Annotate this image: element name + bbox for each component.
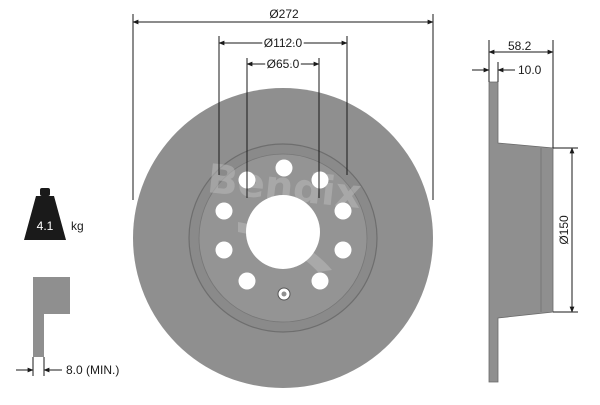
dimension-center-bore — [246, 58, 320, 198]
bolt-hole — [334, 202, 352, 220]
disc-thickness-label: 10.0 — [518, 63, 542, 77]
bolt-hole — [238, 272, 256, 290]
disc-side-profile — [488, 81, 554, 383]
total-height-label: 58.2 — [508, 39, 532, 53]
bolt-circle-label: Ø112.0 — [264, 36, 303, 50]
min-thickness-disc-wall — [33, 277, 44, 357]
dimension-outer-diameter — [132, 14, 434, 200]
min-thickness-symbol — [16, 277, 70, 376]
weight-icon-handle — [40, 188, 50, 196]
bolt-hole — [311, 272, 329, 290]
outer-diameter-label: Ø272 — [269, 7, 299, 21]
disc-front-view: Bendix — [133, 88, 433, 388]
bolt-hole — [275, 159, 293, 177]
center-bore — [246, 195, 320, 269]
bolt-hole — [311, 171, 329, 189]
weight-icon-body — [24, 196, 66, 240]
dimension-bolt-circle — [218, 36, 348, 175]
bolt-hole — [215, 202, 233, 220]
weight-icon: 4.1 — [24, 188, 66, 240]
min-thickness-label: 8.0 (MIN.) — [66, 363, 119, 377]
bolt-holes — [215, 159, 352, 290]
locating-hole-inner — [281, 291, 287, 297]
dimension-total-height — [488, 40, 554, 148]
bolt-hole — [334, 241, 352, 259]
side-profile-shape — [488, 81, 554, 383]
weight-unit: kg — [71, 219, 84, 233]
hat-diameter-label: Ø150 — [557, 215, 571, 245]
bolt-hole — [215, 241, 233, 259]
center-bore-label: Ø65.0 — [267, 57, 300, 71]
weight-value: 4.1 — [37, 219, 54, 233]
dimension-disc-thickness — [472, 62, 515, 82]
dimension-hat-diameter — [553, 147, 578, 313]
min-thickness-disc-face — [44, 277, 70, 314]
